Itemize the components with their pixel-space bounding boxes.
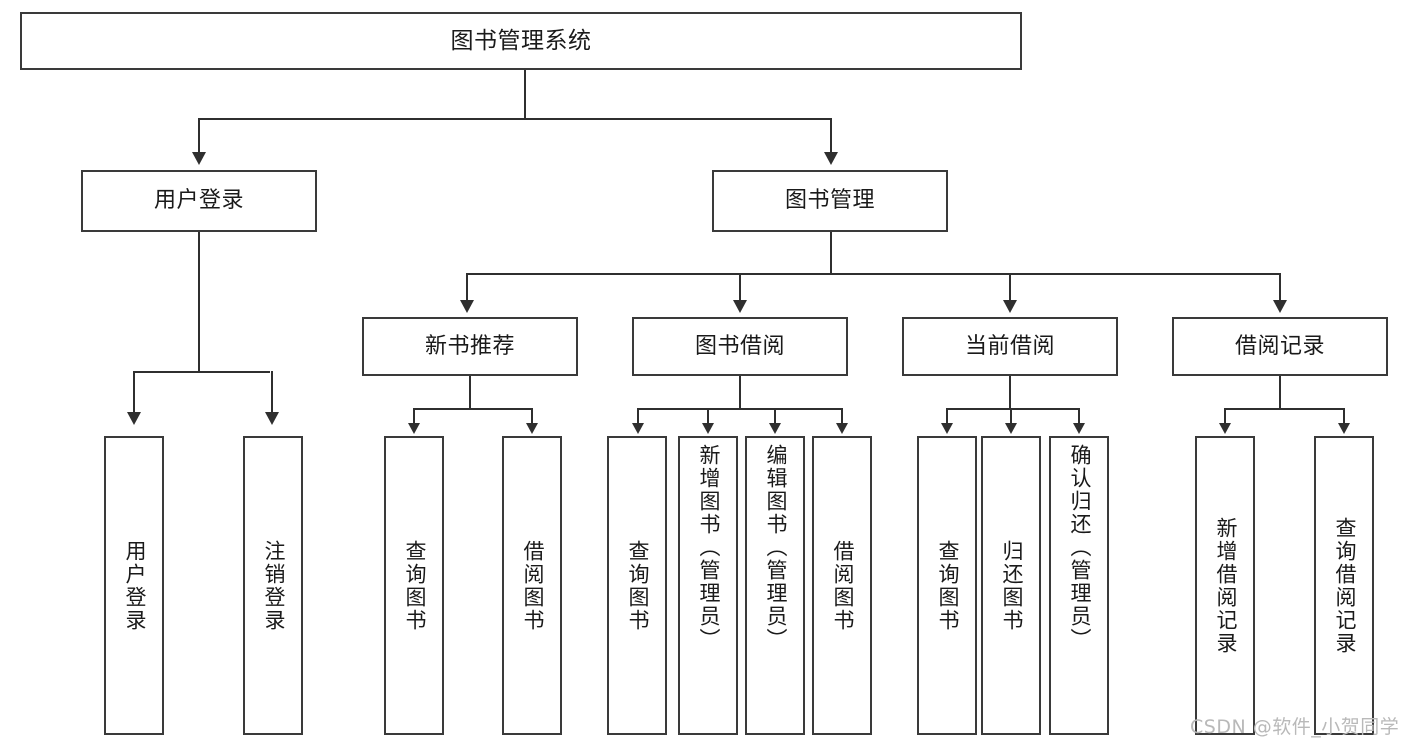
node-label: 查询图书: [625, 539, 650, 632]
connector-bm-to-new-book: [466, 273, 468, 301]
arrow-book-borrow-to-leaf-1: [632, 423, 644, 434]
node-label: 查询图书: [935, 539, 960, 632]
leaf-query-book-1[interactable]: 查询图书: [384, 436, 444, 735]
node-label: 借阅图书: [830, 539, 855, 632]
arrow-borrow-record-to-leaf-2: [1338, 423, 1350, 434]
connector-root-bus: [198, 118, 832, 120]
connector-borrow-record-to-leaf-2: [1343, 408, 1345, 424]
connector-book-borrow-stem: [739, 376, 741, 409]
node-label: 查询借阅记录: [1332, 516, 1357, 655]
node-label: 借阅记录: [1234, 333, 1325, 359]
node-label: 编辑图书（管理员）: [763, 444, 788, 651]
node-current-borrow[interactable]: 当前借阅: [902, 317, 1118, 376]
arrow-bm-to-new-book: [460, 300, 474, 313]
connector-root-to-book-management: [830, 118, 832, 153]
node-label: 注销登录: [261, 539, 286, 632]
connector-new-book-bus: [413, 408, 532, 410]
arrow-bm-to-borrow-record: [1273, 300, 1287, 313]
leaf-query-record[interactable]: 查询借阅记录: [1314, 436, 1374, 735]
arrow-new-book-to-leaf-1: [408, 423, 420, 434]
leaf-edit-book[interactable]: 编辑图书（管理员）: [745, 436, 805, 735]
node-label: 图书管理: [784, 188, 875, 213]
connector-new-book-to-leaf-2: [531, 408, 533, 424]
connector-bm-to-borrow-record: [1279, 273, 1281, 301]
arrow-borrow-record-to-leaf-1: [1219, 423, 1231, 434]
arrow-book-borrow-to-leaf-3: [769, 423, 781, 434]
connector-book-borrow-to-leaf-3: [774, 408, 776, 424]
connector-root-stem: [524, 70, 526, 119]
connector-book-borrow-to-leaf-1: [637, 408, 639, 424]
connector-bm-to-book-borrow: [739, 273, 741, 301]
connector-current-borrow-bus: [946, 408, 1079, 410]
node-label: 确认归还（管理员）: [1067, 444, 1092, 651]
node-root-book-management-system[interactable]: 图书管理系统: [20, 12, 1022, 70]
connector-user-login-stem: [198, 232, 200, 372]
connector-book-borrow-bus: [637, 408, 843, 410]
node-label: 用户登录: [153, 188, 244, 213]
node-label: 当前借阅: [964, 333, 1055, 359]
leaf-return-book[interactable]: 归还图书: [981, 436, 1041, 735]
node-book-management[interactable]: 图书管理: [712, 170, 948, 232]
leaf-confirm-return[interactable]: 确认归还（管理员）: [1049, 436, 1109, 735]
node-borrow-record[interactable]: 借阅记录: [1172, 317, 1388, 376]
connector-new-book-to-leaf-1: [413, 408, 415, 424]
node-label: 用户登录: [122, 539, 147, 632]
node-label: 新增图书（管理员）: [696, 444, 721, 651]
arrow-current-borrow-to-leaf-3: [1073, 423, 1085, 434]
leaf-add-record[interactable]: 新增借阅记录: [1195, 436, 1255, 735]
arrow-book-borrow-to-leaf-4: [836, 423, 848, 434]
connector-current-borrow-to-leaf-1: [946, 408, 948, 424]
leaf-query-book-2[interactable]: 查询图书: [607, 436, 667, 735]
leaf-query-book-3[interactable]: 查询图书: [917, 436, 977, 735]
connector-book-management-stem: [830, 232, 832, 274]
connector-level3-bus: [466, 273, 1280, 275]
leaf-borrow-book-2[interactable]: 借阅图书: [812, 436, 872, 735]
node-book-borrow[interactable]: 图书借阅: [632, 317, 848, 376]
arrow-root-to-user-login: [192, 152, 206, 165]
node-label: 新增借阅记录: [1213, 516, 1238, 655]
connector-user-login-to-leaf-2: [271, 371, 273, 413]
connector-borrow-record-bus: [1224, 408, 1344, 410]
node-user-login[interactable]: 用户登录: [81, 170, 317, 232]
arrow-root-to-book-management: [824, 152, 838, 165]
arrow-current-borrow-to-leaf-1: [941, 423, 953, 434]
arrow-user-login-to-leaf-2: [265, 412, 279, 425]
arrow-bm-to-book-borrow: [733, 300, 747, 313]
arrow-new-book-to-leaf-2: [526, 423, 538, 434]
connector-current-borrow-stem: [1009, 376, 1011, 409]
arrow-current-borrow-to-leaf-2: [1005, 423, 1017, 434]
connector-book-borrow-to-leaf-2: [707, 408, 709, 424]
connector-bm-to-current-borrow: [1009, 273, 1011, 301]
connector-user-login-to-leaf-1: [133, 371, 135, 413]
connector-borrow-record-to-leaf-1: [1224, 408, 1226, 424]
arrow-bm-to-current-borrow: [1003, 300, 1017, 313]
node-label: 归还图书: [999, 539, 1024, 632]
node-label: 图书借阅: [694, 333, 785, 359]
connector-borrow-record-stem: [1279, 376, 1281, 409]
leaf-logout[interactable]: 注销登录: [243, 436, 303, 735]
connector-current-borrow-to-leaf-3: [1078, 408, 1080, 424]
leaf-borrow-book-1[interactable]: 借阅图书: [502, 436, 562, 735]
leaf-user-login[interactable]: 用户登录: [104, 436, 164, 735]
arrow-user-login-to-leaf-1: [127, 412, 141, 425]
node-new-book-recommend[interactable]: 新书推荐: [362, 317, 578, 376]
leaf-add-book[interactable]: 新增图书（管理员）: [678, 436, 738, 735]
arrow-book-borrow-to-leaf-2: [702, 423, 714, 434]
node-label: 图书管理系统: [450, 27, 592, 54]
node-label: 借阅图书: [520, 539, 545, 632]
connector-current-borrow-to-leaf-2: [1010, 408, 1012, 424]
connector-user-login-bus: [133, 371, 270, 373]
connector-book-borrow-to-leaf-4: [841, 408, 843, 424]
connector-new-book-stem: [469, 376, 471, 409]
connector-root-to-user-login: [198, 118, 200, 153]
node-label: 新书推荐: [424, 333, 515, 359]
node-label: 查询图书: [402, 539, 427, 632]
